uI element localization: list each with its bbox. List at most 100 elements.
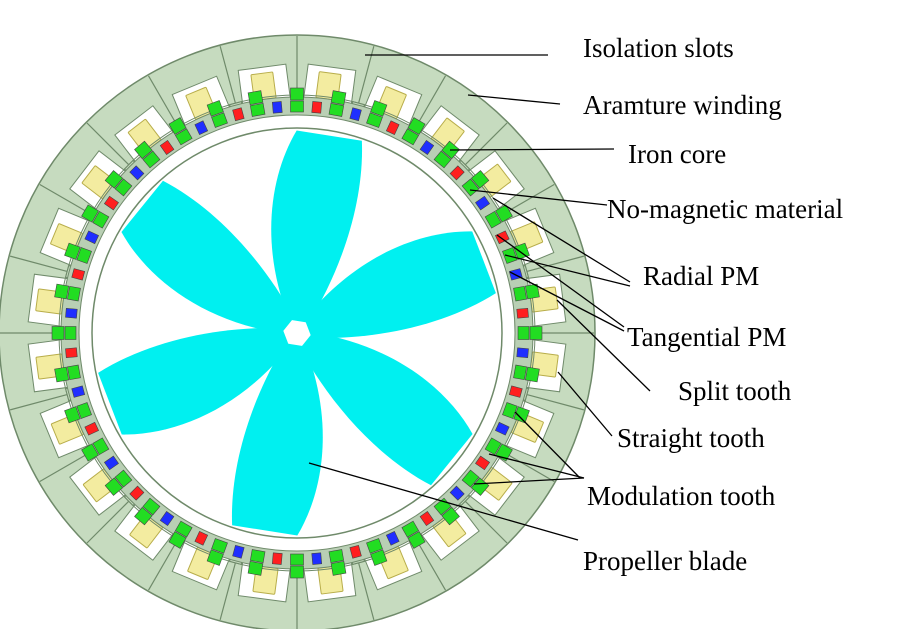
tangential-pm-outer	[524, 283, 540, 300]
tangential-pm	[64, 326, 77, 340]
leader-line	[473, 477, 585, 485]
tangential-pm-outer	[134, 506, 153, 526]
pm-segment	[81, 437, 110, 462]
leader-line	[514, 411, 581, 479]
tangential-pm-outer	[370, 549, 388, 566]
label-tangential-pm: Tangential PM	[627, 322, 786, 352]
tangential-pm-outer	[134, 140, 153, 160]
radial-pm	[385, 530, 400, 546]
tangential-pm-outer	[407, 117, 426, 135]
tangential-pm-outer	[206, 549, 224, 566]
pm-segment	[516, 347, 529, 359]
tangential-pm	[433, 150, 452, 169]
pm-segment	[159, 139, 175, 155]
tangential-pm-outer	[168, 531, 187, 549]
tangential-pm	[366, 538, 383, 554]
tangential-pm	[366, 112, 383, 128]
pm-segment	[159, 511, 175, 527]
isolation-slot-line	[502, 451, 555, 483]
radial-pm	[419, 511, 435, 527]
pm-segment	[103, 455, 119, 471]
leader-line	[469, 189, 608, 206]
pm-segment	[311, 101, 323, 114]
tangential-pm-outer	[104, 170, 124, 189]
pm-segment	[513, 364, 540, 383]
isolation-slot-line	[147, 538, 179, 591]
tangential-pm	[76, 402, 92, 419]
tangential-pm	[484, 210, 502, 229]
pm-segment	[385, 120, 400, 136]
leader-line	[556, 299, 651, 392]
radial-pm	[449, 165, 465, 181]
pm-segment	[129, 485, 145, 501]
tangential-pm-outer	[441, 506, 460, 526]
tangential-pm	[174, 128, 193, 146]
pm-segment	[366, 538, 388, 566]
pm-segment	[475, 195, 491, 211]
tangential-pm-outer	[330, 90, 347, 106]
pm-segment	[419, 511, 435, 527]
leader-line	[467, 94, 561, 105]
radial-pm	[349, 544, 362, 559]
leader-line	[557, 371, 613, 437]
pm-segment	[475, 455, 491, 471]
propeller-blade	[300, 332, 473, 486]
radial-pm	[311, 101, 323, 114]
pm-segment	[366, 100, 388, 128]
radial-pm	[84, 230, 100, 245]
isolation-slot-line	[526, 394, 585, 411]
radial-pm	[194, 530, 209, 546]
radial-pm	[475, 455, 491, 471]
pm-segment	[129, 165, 145, 181]
radial-pm	[494, 421, 510, 436]
tangential-pm-outer	[407, 531, 426, 549]
radial-pm	[508, 385, 523, 398]
tangential-pm-outer	[495, 204, 513, 223]
label-armature-winding: Aramture winding	[583, 90, 782, 120]
tangential-pm	[484, 437, 502, 456]
tangential-pm	[290, 553, 304, 566]
pm-segment	[290, 553, 304, 579]
isolation-slot-line	[86, 500, 130, 544]
pm-segment	[71, 268, 86, 281]
propeller-blade	[121, 180, 294, 334]
pm-segment	[484, 204, 513, 229]
pm-segment	[168, 117, 193, 146]
tangential-pm-outer	[81, 443, 99, 462]
propeller-blade	[271, 130, 363, 323]
pm-segment	[134, 497, 161, 526]
pm-segment	[290, 87, 304, 113]
isolation-slot-line	[526, 255, 585, 272]
pm-segment	[104, 170, 133, 197]
pm-segment	[54, 364, 81, 383]
isolation-slot-line	[39, 183, 92, 215]
leader-line	[308, 462, 579, 541]
leader-line	[492, 197, 631, 283]
radial-pm	[103, 195, 119, 211]
tangential-pm	[290, 100, 304, 113]
tangential-pm-outer	[64, 242, 81, 260]
pm-segment	[134, 140, 161, 169]
radial-pm	[159, 139, 175, 155]
isolation-slot-line	[415, 538, 447, 591]
leader-line	[504, 254, 631, 287]
pm-segment	[328, 549, 347, 576]
radial-pm	[71, 385, 86, 398]
leader-line	[509, 271, 625, 332]
pm-segment	[311, 552, 323, 565]
radial-pm	[103, 455, 119, 471]
pm-segment	[206, 100, 228, 128]
tangential-pm-outer	[330, 560, 347, 576]
tangential-pm-outer	[247, 560, 264, 576]
pm-segment	[232, 544, 245, 559]
radial-pm	[65, 347, 78, 359]
radial-pm	[516, 307, 529, 319]
tangential-pm-outer	[206, 100, 224, 117]
pm-segment	[194, 120, 209, 136]
pm-segment	[247, 90, 266, 117]
pm-segment	[54, 283, 81, 302]
isolation-slot-line	[464, 122, 508, 166]
tangential-pm	[92, 210, 110, 229]
